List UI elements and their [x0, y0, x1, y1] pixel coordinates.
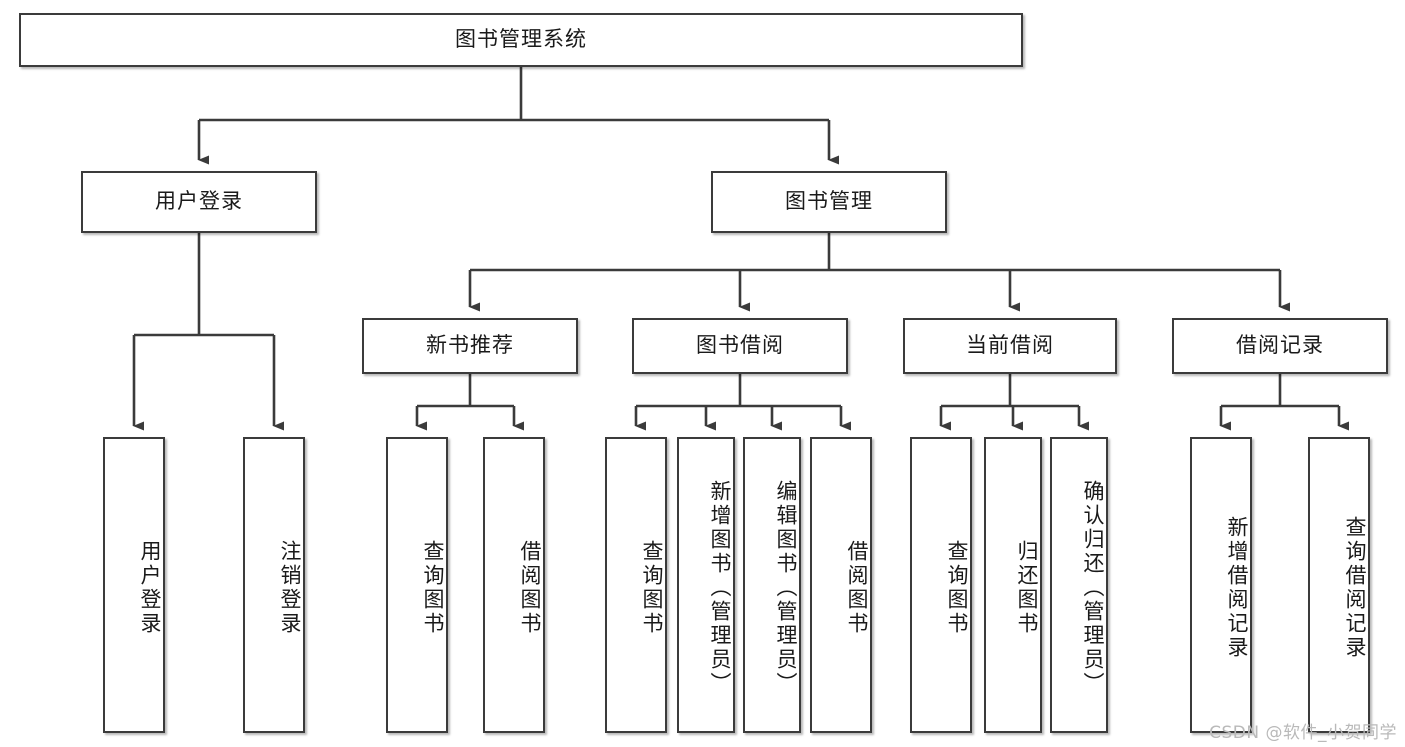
- leaf-query-book-1[interactable]: 查询图书: [386, 437, 448, 733]
- node-new-book-rec[interactable]: 新书推荐: [362, 318, 578, 374]
- leaf-confirm-return-admin[interactable]: 确认归还（管理员）: [1050, 437, 1108, 733]
- leaf-add-borrow-record-label: 新增借阅记录: [1225, 516, 1249, 660]
- node-borrow-record[interactable]: 借阅记录: [1172, 318, 1388, 374]
- leaf-add-book-admin-label: 新增图书（管理员）: [708, 480, 732, 696]
- node-root[interactable]: 图书管理系统: [19, 13, 1023, 67]
- leaf-query-borrow-record-label: 查询借阅记录: [1343, 516, 1367, 660]
- leaf-return-book[interactable]: 归还图书: [984, 437, 1042, 733]
- leaf-query-book-2-label: 查询图书: [640, 540, 664, 636]
- node-new-book-rec-label: 新书推荐: [426, 333, 514, 358]
- leaf-query-book-2[interactable]: 查询图书: [605, 437, 667, 733]
- leaf-user-login-label: 用户登录: [138, 540, 162, 636]
- leaf-edit-book-admin-label: 编辑图书（管理员）: [774, 480, 798, 696]
- node-book-manage-label: 图书管理: [785, 189, 873, 214]
- watermark-text: CSDN @软件_小贺同学: [1209, 723, 1397, 743]
- node-user-login[interactable]: 用户登录: [81, 171, 317, 233]
- leaf-borrow-book-2[interactable]: 借阅图书: [810, 437, 872, 733]
- leaf-query-book-3[interactable]: 查询图书: [910, 437, 972, 733]
- node-book-borrow-label: 图书借阅: [696, 333, 784, 358]
- leaf-add-book-admin[interactable]: 新增图书（管理员）: [677, 437, 735, 733]
- node-borrow-record-label: 借阅记录: [1236, 333, 1324, 358]
- node-current-borrow[interactable]: 当前借阅: [903, 318, 1117, 374]
- leaf-borrow-book-1-label: 借阅图书: [518, 540, 542, 636]
- leaf-return-book-label: 归还图书: [1015, 540, 1039, 636]
- node-current-borrow-label: 当前借阅: [966, 333, 1054, 358]
- node-book-borrow[interactable]: 图书借阅: [632, 318, 848, 374]
- node-root-label: 图书管理系统: [455, 27, 587, 52]
- leaf-confirm-return-admin-label: 确认归还（管理员）: [1081, 480, 1105, 696]
- leaf-add-borrow-record[interactable]: 新增借阅记录: [1190, 437, 1252, 733]
- leaf-borrow-book-1[interactable]: 借阅图书: [483, 437, 545, 733]
- leaf-query-borrow-record[interactable]: 查询借阅记录: [1308, 437, 1370, 733]
- leaf-user-login[interactable]: 用户登录: [103, 437, 165, 733]
- leaf-borrow-book-2-label: 借阅图书: [845, 540, 869, 636]
- node-user-login-label: 用户登录: [155, 189, 243, 214]
- leaf-user-logout[interactable]: 注销登录: [243, 437, 305, 733]
- node-book-manage[interactable]: 图书管理: [711, 171, 947, 233]
- leaf-query-book-3-label: 查询图书: [945, 540, 969, 636]
- leaf-edit-book-admin[interactable]: 编辑图书（管理员）: [743, 437, 801, 733]
- leaf-query-book-1-label: 查询图书: [421, 540, 445, 636]
- leaf-user-logout-label: 注销登录: [278, 540, 302, 636]
